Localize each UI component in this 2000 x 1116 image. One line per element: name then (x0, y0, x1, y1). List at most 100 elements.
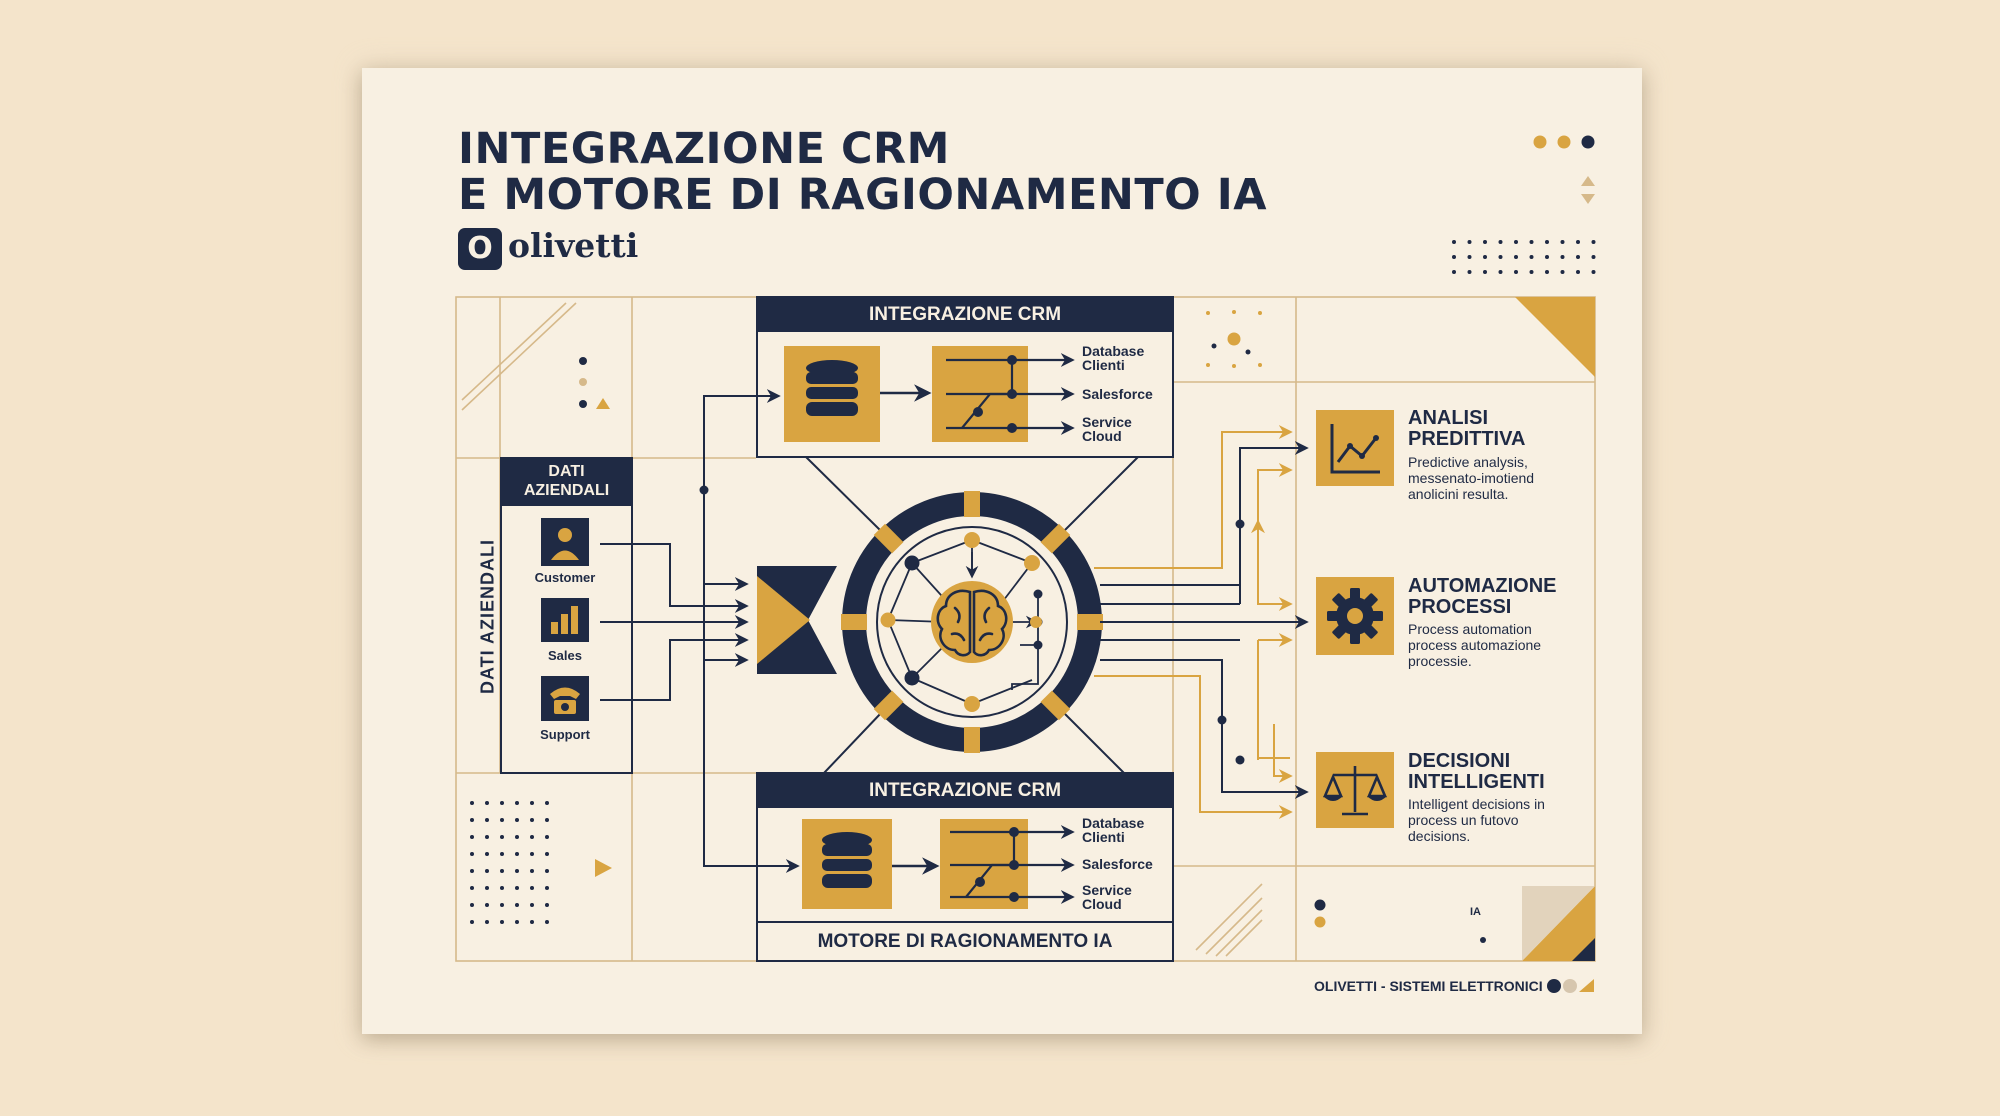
crm-top-band-label: INTEGRAZIONE CRM (868, 304, 1062, 325)
support-icon-box (541, 676, 589, 721)
grid-dot (545, 818, 549, 822)
engine-chevron-gold (757, 576, 810, 664)
junction-dot-4 (1235, 755, 1245, 765)
deco-dot-1 (1533, 135, 1547, 149)
deco-arrow-up (1581, 176, 1595, 186)
grid-dot (485, 852, 489, 856)
crm-top-output-salesforce: Salesforce (1082, 386, 1153, 402)
grid-dot (1483, 240, 1487, 244)
grid-dot (1545, 270, 1549, 274)
motore-band-label: MOTORE DI RAGIONAMENTO IA (817, 931, 1113, 952)
grid-dot (515, 852, 519, 856)
corner-triangle-bottom-navy (1572, 938, 1595, 961)
wheel-segment (1040, 523, 1071, 554)
user-icon (551, 528, 579, 560)
grid-dot (1452, 240, 1456, 244)
output-connectors-navy (1100, 441, 1309, 799)
grid-dot (1576, 240, 1580, 244)
grid-dot (485, 920, 489, 924)
junction-dot-3 (1217, 715, 1227, 725)
corner-triangle-bottom-light (1522, 886, 1595, 961)
grid-dot (1498, 240, 1503, 244)
grid-dot (1452, 255, 1456, 259)
grid-dot (530, 920, 534, 924)
grid-dot (1529, 240, 1534, 244)
grid-dot (500, 801, 504, 805)
customer-label: Customer (534, 570, 596, 585)
telephone-icon (550, 687, 580, 714)
grid-dot (470, 869, 474, 873)
wheel-segment (1040, 690, 1071, 721)
crm-bottom-band-label: INTEGRAZIONE CRM (868, 780, 1062, 801)
crm-top-output-database: Database Clienti (1082, 343, 1145, 373)
sales-label: Sales (548, 648, 582, 663)
deco-dot-3 (1581, 135, 1595, 149)
grid-dot (470, 886, 474, 890)
grid-dot (1467, 255, 1472, 259)
grid-dot (1545, 255, 1549, 259)
crm-bottom-output-service-cloud: Service Cloud (1082, 882, 1132, 912)
grid-dot (545, 835, 549, 839)
grid-dot (1467, 270, 1472, 274)
grid-dot (545, 886, 549, 890)
grid-dot (1514, 240, 1518, 244)
brain-icon (936, 589, 1008, 657)
analisi-description: Predictive analysis, messenato-imotiend … (1408, 454, 1535, 502)
grid-dot (1498, 255, 1503, 259)
grid-dot (1591, 240, 1596, 244)
footer-dot-navy (1547, 979, 1561, 993)
grid-dot (530, 903, 534, 907)
title-line-2: E MOTORE DI RAGIONAMENTO IA (458, 170, 1267, 220)
grid-dot (1514, 270, 1518, 274)
grid-dot (545, 869, 549, 873)
deco-dot-bottom-1 (1314, 899, 1326, 911)
grid-dot (545, 903, 549, 907)
gear-tooth (1350, 632, 1360, 644)
crm-top-output-service-cloud: Service Cloud (1082, 414, 1132, 444)
database-icon-top (806, 360, 858, 416)
gear-tooth (1350, 588, 1360, 600)
grid-dot (485, 818, 489, 822)
grid-dot (1545, 240, 1549, 244)
gear-tooth (1327, 611, 1339, 621)
grid-dot (530, 852, 534, 856)
title-line-1: INTEGRAZIONE CRM (458, 124, 950, 174)
gear-icon (1327, 588, 1383, 644)
wheel-segment (964, 727, 980, 753)
grid-dot (485, 886, 489, 890)
neural-nodes (880, 532, 1043, 712)
grid-dot (1591, 270, 1596, 274)
wheel-segment (873, 690, 904, 721)
deco-arrow-down (1581, 194, 1595, 204)
support-label: Support (540, 727, 590, 742)
grid-dot (1591, 255, 1596, 259)
grid-dot (1560, 240, 1565, 244)
decisioni-description: Intelligent decisions in process un futo… (1408, 796, 1545, 844)
grid-dot (470, 818, 474, 822)
decisioni-title: DECISIONI INTELLIGENTI (1408, 750, 1545, 793)
trend-chart-icon (1330, 424, 1380, 474)
grid-dot (1514, 255, 1518, 259)
grid-dot (1452, 270, 1456, 274)
wheel-segment (1077, 614, 1103, 630)
wheel-spokes (805, 456, 1139, 774)
grid-dot (545, 801, 549, 805)
grid-dot (545, 852, 549, 856)
grid-dot (1576, 255, 1580, 259)
deco-play-left (595, 859, 612, 877)
ai-wheel-inner-ring (876, 526, 1068, 718)
grid-dot (470, 903, 474, 907)
sparkle-deco (1206, 310, 1262, 368)
olivetti-logo-mark: O (458, 228, 502, 270)
grid-dot (545, 920, 549, 924)
input-connectors (600, 389, 800, 873)
wheel-segment (873, 523, 904, 554)
deco-dot-left-3 (579, 400, 587, 408)
grid-dot (1560, 255, 1565, 259)
crm-top-band (757, 297, 1173, 332)
gear-hole (1347, 608, 1363, 624)
grid-dot (1498, 270, 1503, 274)
automazione-title: AUTOMAZIONE PROCESSI (1408, 575, 1557, 618)
